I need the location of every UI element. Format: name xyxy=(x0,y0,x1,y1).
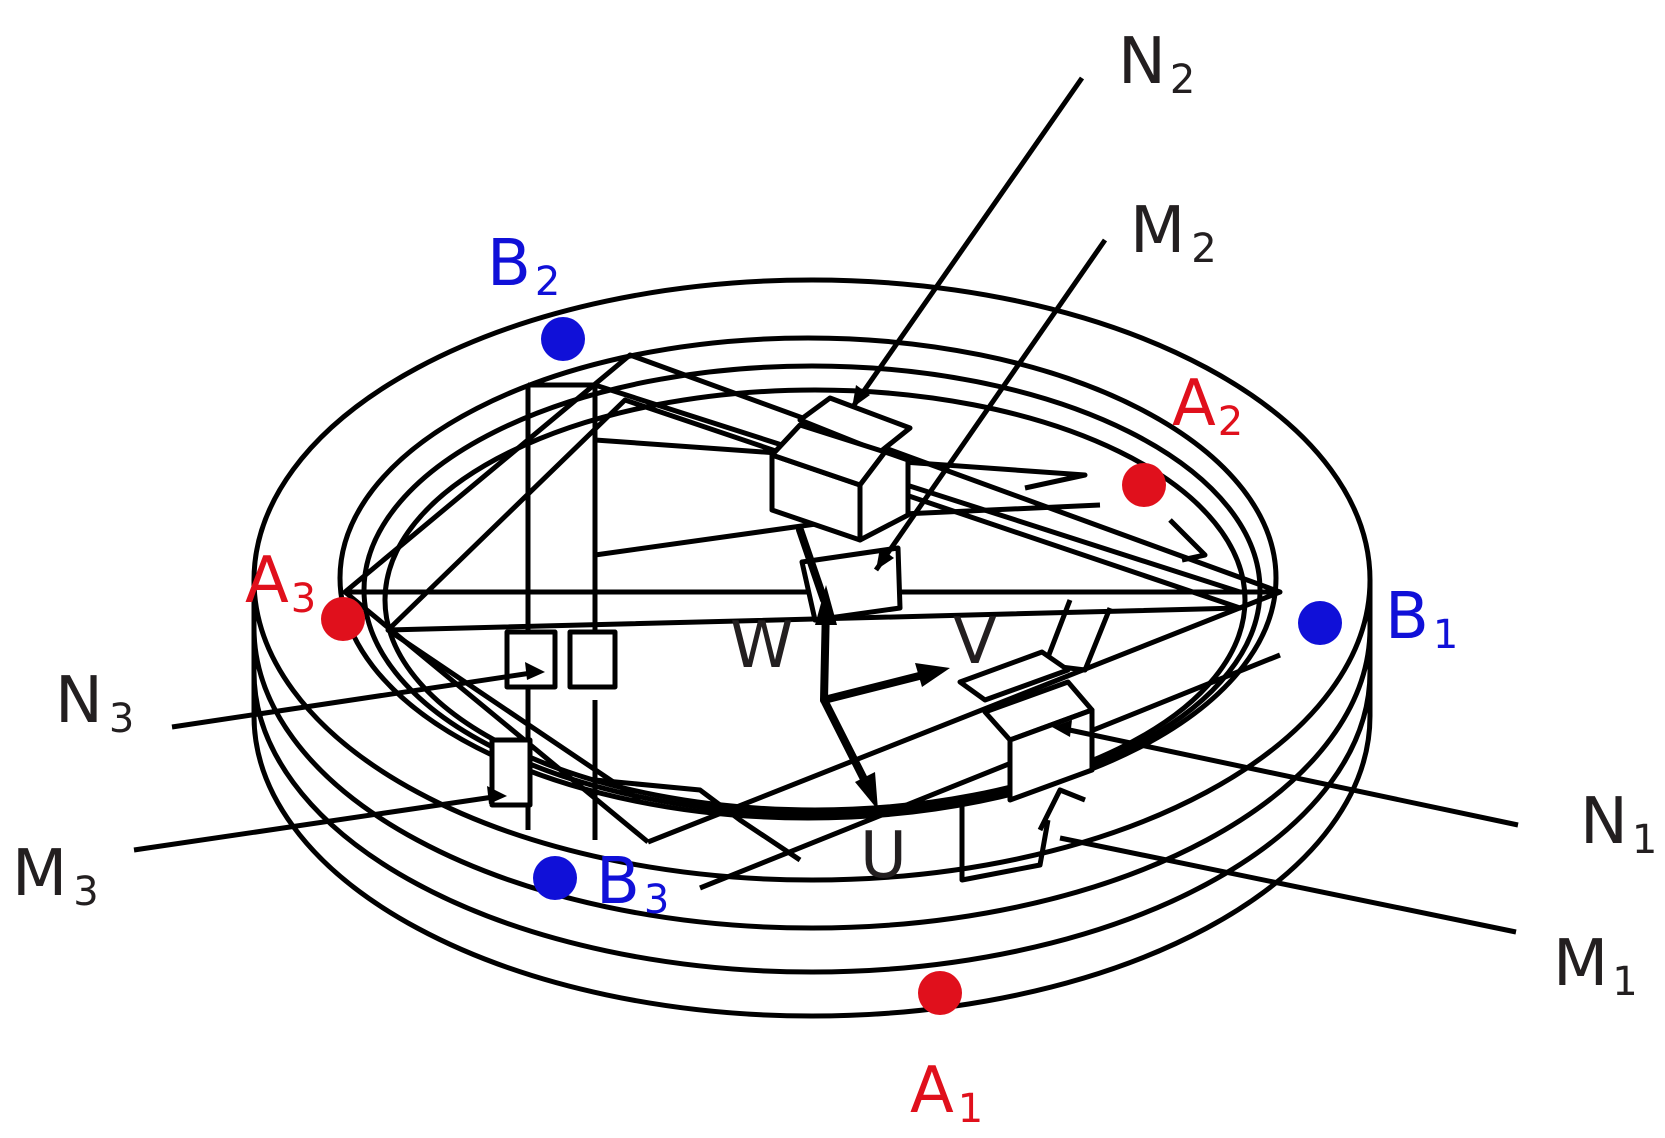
joint-blocks xyxy=(489,395,1095,808)
leader-arrowheads xyxy=(487,385,1072,804)
axis-extra xyxy=(796,526,828,604)
triangle-strut-left-2 xyxy=(386,627,642,803)
ring-inner-third xyxy=(382,387,1248,813)
points xyxy=(321,317,1342,1015)
point-B3 xyxy=(533,856,577,900)
leader-M2 xyxy=(873,238,1108,572)
inner-bar-top xyxy=(594,437,1088,491)
arrowhead-M3 xyxy=(487,786,507,804)
ring-top-inner xyxy=(337,335,1279,821)
leg-top-cap xyxy=(528,382,1241,595)
uvw-arrowheads xyxy=(815,585,950,810)
leader-M1 xyxy=(1059,835,1517,935)
label-U: U xyxy=(860,819,907,893)
inner-bar-right xyxy=(1168,518,1208,563)
leader-N1 xyxy=(1059,725,1519,828)
point-A3 xyxy=(321,597,365,641)
leader-N3 xyxy=(171,669,539,730)
ring-band-3 xyxy=(251,715,1373,1019)
leader-lines xyxy=(133,76,1519,935)
point-B1 xyxy=(1298,601,1342,645)
arrowhead-u xyxy=(855,772,878,810)
arrowhead-v xyxy=(915,663,950,687)
axis-v xyxy=(820,668,939,704)
joint-block-right-back xyxy=(957,649,1071,703)
arrowhead-w xyxy=(815,585,837,625)
label-A2: A2 xyxy=(1172,367,1243,445)
inner-brace-left xyxy=(594,777,802,863)
inner-brace-bottom xyxy=(959,805,1051,883)
label-V: V xyxy=(953,605,997,679)
label-A3: A3 xyxy=(245,544,316,622)
triangle-strut-right-2 xyxy=(699,652,1281,891)
joint-block-top-side-2 xyxy=(857,449,911,543)
leader-N2 xyxy=(849,76,1085,410)
arrowhead-M2 xyxy=(876,548,894,570)
arrowhead-N1 xyxy=(1052,720,1072,737)
label-W: W xyxy=(730,609,793,683)
joint-block-left-1 xyxy=(504,629,558,690)
triangle-strut-right xyxy=(647,589,1281,845)
point-A2 xyxy=(1122,463,1166,507)
vertical-legs xyxy=(525,382,1241,840)
inner-brace-bottom-2 xyxy=(1037,787,1086,832)
point-A1 xyxy=(918,971,962,1015)
point-B2 xyxy=(541,317,585,361)
leader-M3 xyxy=(133,793,501,853)
arrowhead-N2 xyxy=(852,385,870,408)
ring-band-2 xyxy=(251,671,1373,975)
joint-block-left-2 xyxy=(567,629,618,690)
arrowhead-N3 xyxy=(525,662,545,680)
ring-band-1 xyxy=(251,627,1373,931)
